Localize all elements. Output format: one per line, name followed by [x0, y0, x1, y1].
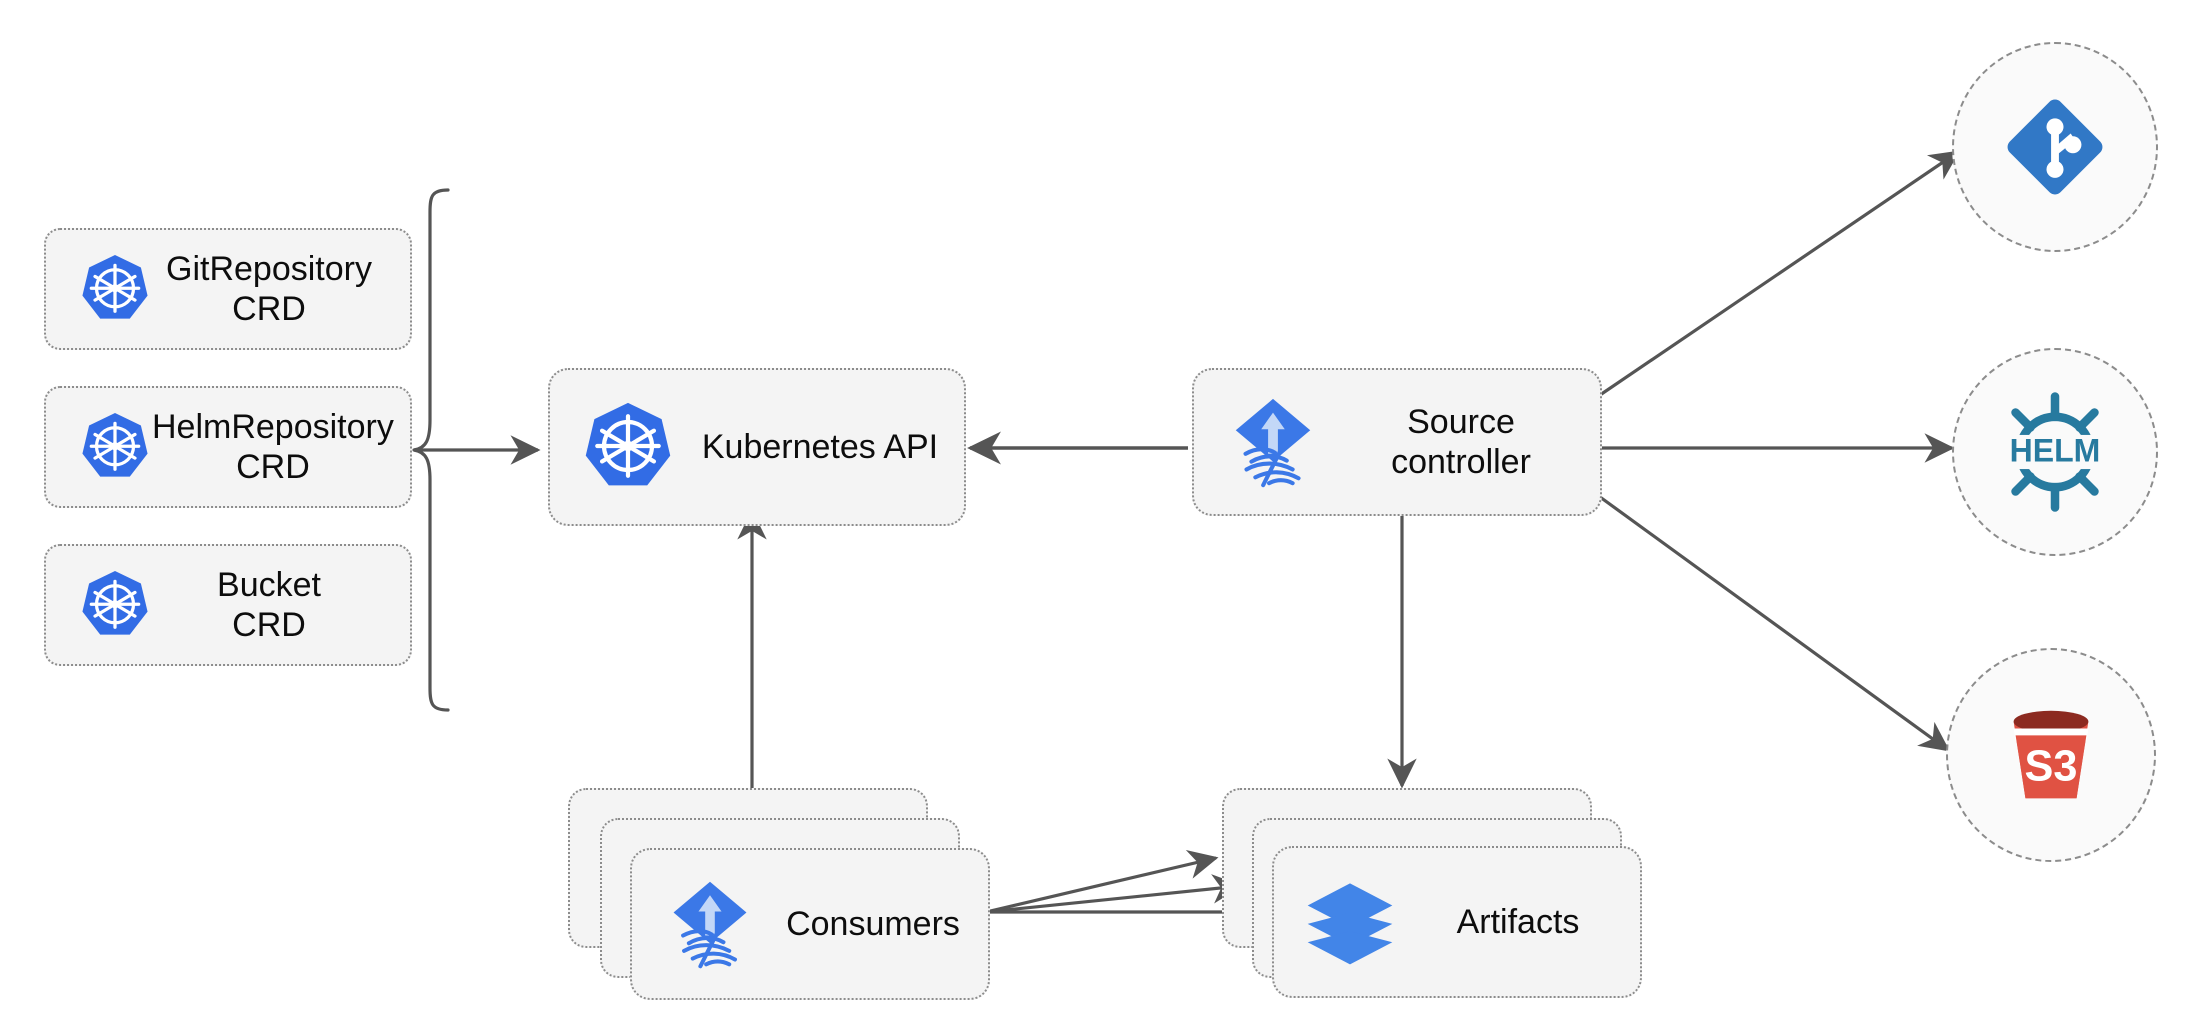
edge-consumers-to-artifacts-1	[985, 849, 1219, 914]
node-label: Consumers	[786, 904, 960, 943]
git-icon	[1999, 91, 2111, 203]
node-source-controller[interactable]: Source controller	[1192, 368, 1602, 516]
s3-bucket-icon: S3	[1992, 696, 2110, 814]
node-label: Kubernetes API	[701, 427, 939, 466]
node-artifacts[interactable]: Artifacts	[1272, 846, 1642, 998]
kubernetes-icon	[78, 410, 152, 484]
endpoint-git[interactable]	[1952, 42, 2158, 252]
flux-icon	[662, 876, 758, 972]
edge-consumers-to-artifacts-2	[985, 874, 1243, 914]
node-label: HelmRepository CRD	[152, 407, 394, 486]
node-label: GitRepository CRD	[166, 249, 372, 328]
node-label: Bucket CRD	[217, 565, 321, 644]
node-helmrepository-crd[interactable]: HelmRepository CRD	[44, 386, 412, 508]
kubernetes-icon	[78, 252, 152, 326]
flux-icon	[1224, 393, 1322, 491]
node-gitrepository-crd[interactable]: GitRepository CRD	[44, 228, 412, 350]
node-bucket-crd[interactable]: Bucket CRD	[44, 544, 412, 666]
node-label: Source controller	[1391, 402, 1531, 481]
helm-label: HELM	[2010, 433, 2101, 469]
node-consumers[interactable]: Consumers	[630, 848, 990, 1000]
layers-icon	[1304, 876, 1396, 968]
edge-source-controller-to-git	[1599, 150, 1961, 397]
crd-group-brace	[412, 188, 450, 712]
endpoint-s3[interactable]: S3	[1946, 648, 2156, 862]
edge-source-controller-to-s3	[1599, 495, 1951, 752]
node-kubernetes-api[interactable]: Kubernetes API	[548, 368, 966, 526]
kubernetes-icon	[78, 568, 152, 642]
helm-icon: HELM	[1991, 388, 2119, 516]
kubernetes-icon	[580, 399, 676, 495]
s3-label: S3	[2025, 743, 2078, 791]
node-label: Artifacts	[1456, 902, 1580, 941]
endpoint-helm[interactable]: HELM	[1952, 348, 2158, 556]
